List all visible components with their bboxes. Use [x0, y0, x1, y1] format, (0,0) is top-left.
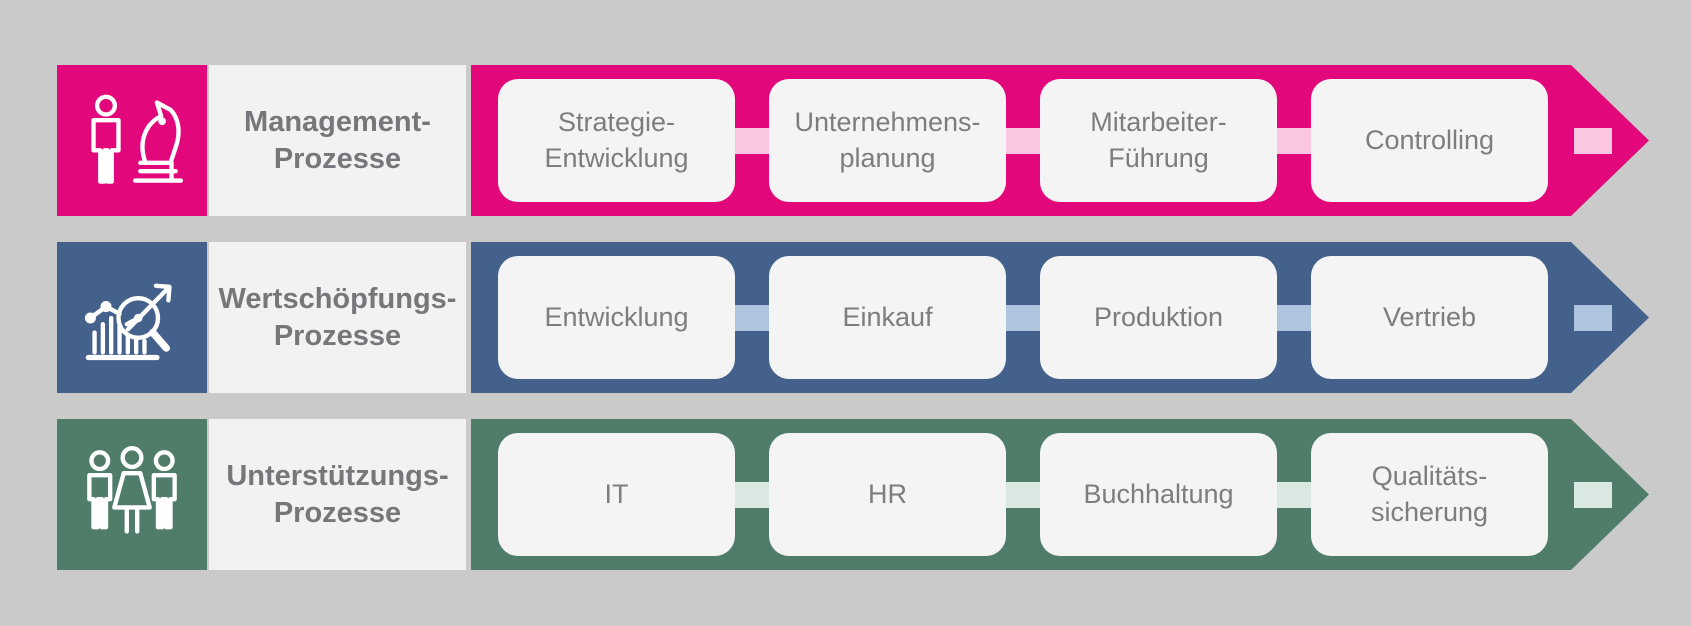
process-step: Einkauf [769, 256, 1006, 379]
process-band-management: Strategie- Entwicklung Unternehmens- pla… [471, 65, 1649, 216]
process-band-unterstuetzung: IT HR Buchhaltung Qualitäts- sicherung [471, 419, 1649, 570]
end-connector [1574, 127, 1612, 154]
process-step: Qualitäts- sicherung [1311, 433, 1548, 556]
process-step: Mitarbeiter- Führung [1040, 79, 1277, 202]
process-row-management: Management- Prozesse Strategie- Entwickl… [57, 65, 1691, 216]
connector [1277, 481, 1311, 508]
process-row-wertschoepfung: Wertschöpfungs- Prozesse Entwicklung Ein… [57, 242, 1691, 393]
connector [1006, 127, 1040, 154]
end-connector [1574, 481, 1612, 508]
end-connector [1574, 304, 1612, 331]
process-step: Unternehmens- planung [769, 79, 1006, 202]
process-step: Produktion [1040, 256, 1277, 379]
connector [1006, 304, 1040, 331]
process-band-wertschoepfung: Entwicklung Einkauf Produktion Vertrieb [471, 242, 1649, 393]
unterstuetzung-icon-box [57, 419, 207, 570]
management-icon-box [57, 65, 207, 216]
row-label-wertschoepfung: Wertschöpfungs- Prozesse [209, 242, 466, 393]
process-step: Vertrieb [1311, 256, 1548, 379]
process-step: IT [498, 433, 735, 556]
process-step: HR [769, 433, 1006, 556]
connector [735, 481, 769, 508]
connector [1006, 481, 1040, 508]
connector [735, 304, 769, 331]
wertschoepfung-icon-box [57, 242, 207, 393]
connector [1277, 127, 1311, 154]
process-step: Entwicklung [498, 256, 735, 379]
connector [1277, 304, 1311, 331]
process-row-unterstuetzung: Unterstützungs- Prozesse IT HR Buchhaltu… [57, 419, 1691, 570]
connector [735, 127, 769, 154]
process-step: Strategie- Entwicklung [498, 79, 735, 202]
row-label-unterstuetzung: Unterstützungs- Prozesse [209, 419, 466, 570]
process-map-diagram: Management- Prozesse Strategie- Entwickl… [57, 65, 1691, 570]
process-step: Buchhaltung [1040, 433, 1277, 556]
process-step: Controlling [1311, 79, 1548, 202]
row-label-management: Management- Prozesse [209, 65, 466, 216]
analytics-magnifier-icon [84, 283, 172, 360]
team-icon [87, 445, 177, 534]
person-chess-knight-icon [91, 94, 184, 184]
